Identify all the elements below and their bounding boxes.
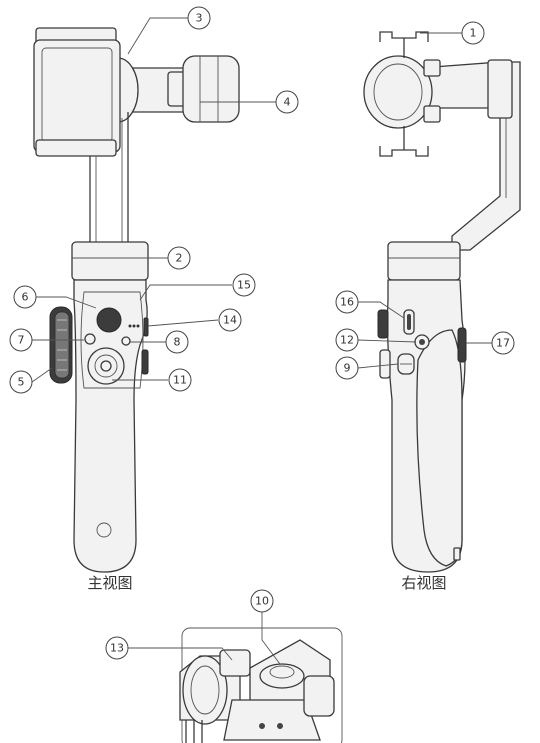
detail-motor-right (303, 675, 335, 717)
callout-2: 2 (167, 246, 191, 270)
callouts: 3 1 4 2 6 15 14 7 8 5 11 16 12 9 17 10 1… (9, 6, 515, 660)
callout-16: 16 (335, 290, 359, 314)
callout-4-label: 4 (284, 96, 291, 109)
callout-17-label: 17 (496, 337, 510, 350)
callout-10: 10 (250, 589, 274, 613)
callout-9-label: 9 (344, 362, 351, 375)
leader-lines (31, 17, 492, 665)
front-button-7 (84, 333, 96, 345)
callout-2-label: 2 (176, 252, 183, 265)
callout-12-label: 12 (340, 334, 354, 347)
right-side-wheel (379, 349, 391, 379)
callout-3-label: 3 (196, 12, 203, 25)
right-trigger-17 (457, 327, 467, 363)
right-roll-motor (363, 55, 433, 129)
callout-5-label: 5 (18, 376, 25, 389)
front-side-rocker (141, 349, 149, 375)
callout-7-label: 7 (18, 334, 25, 347)
right-grip (416, 329, 463, 567)
callout-15: 15 (232, 273, 256, 297)
detail-view (179, 627, 343, 743)
front-motor-4 (182, 55, 240, 123)
right-view (363, 31, 521, 573)
detail-knob (182, 655, 228, 725)
callout-1-label: 1 (470, 27, 477, 40)
right-arm-joint (487, 59, 513, 119)
callout-11: 11 (168, 368, 192, 392)
right-side-button (377, 309, 389, 339)
callout-14-label: 14 (223, 314, 237, 327)
callout-7: 7 (9, 328, 33, 352)
callout-9: 9 (335, 356, 359, 380)
front-clamp-bottom (35, 139, 117, 157)
front-button-8 (121, 336, 131, 346)
detail-plate (223, 699, 321, 741)
front-button-6 (96, 307, 122, 333)
callout-1: 1 (461, 21, 485, 45)
callout-6-label: 6 (22, 291, 29, 304)
right-view-caption: 右视图 (401, 574, 446, 592)
callout-13: 13 (105, 636, 129, 660)
callout-14: 14 (218, 308, 242, 332)
callout-13-label: 13 (110, 642, 124, 655)
callout-3: 3 (187, 6, 211, 30)
callout-10-label: 10 (255, 595, 269, 608)
right-pan-motor (387, 241, 461, 281)
callout-4: 4 (275, 90, 299, 114)
callout-8: 8 (165, 330, 189, 354)
front-bottom-mark (96, 522, 112, 538)
right-bottom-slot (453, 547, 461, 561)
front-port-14 (143, 317, 149, 337)
callout-16-label: 16 (340, 296, 354, 309)
callout-6: 6 (13, 285, 37, 309)
callout-15-label: 15 (237, 279, 251, 292)
front-joystick-11 (100, 360, 112, 372)
front-view-caption: 主视图 (87, 574, 132, 592)
callout-5: 5 (9, 370, 33, 394)
front-view (33, 27, 240, 573)
callout-17: 17 (491, 331, 515, 355)
phone-clamp (33, 39, 121, 153)
front-control-panel (80, 291, 144, 389)
front-pan-motor-2 (71, 241, 149, 281)
detail-block-13 (219, 649, 251, 677)
callout-8-label: 8 (174, 336, 181, 349)
callout-11-label: 11 (173, 374, 187, 387)
detail-top-button-10 (259, 663, 305, 689)
callout-12: 12 (335, 328, 359, 352)
